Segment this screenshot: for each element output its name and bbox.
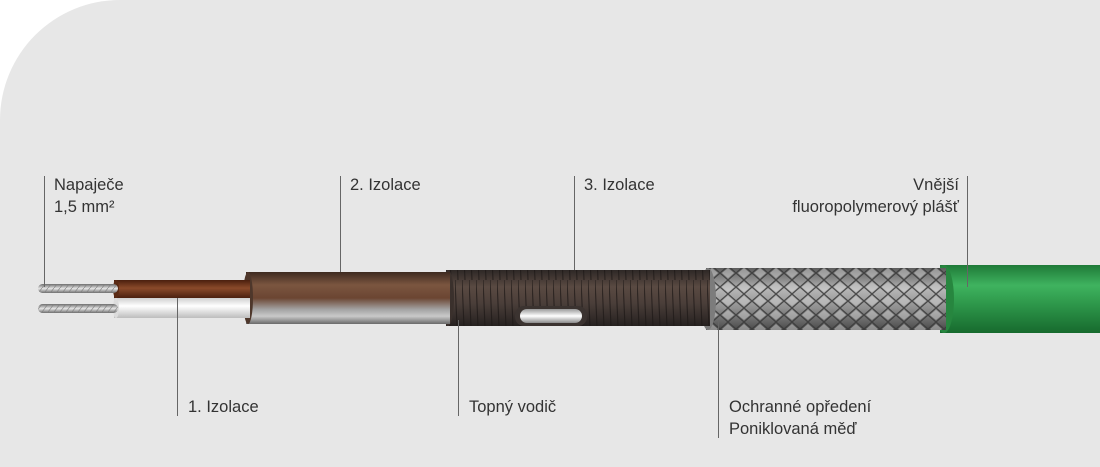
label-ochranne-line1: Ochranné opředení xyxy=(729,398,872,416)
label-izolace1-text: 1. Izolace xyxy=(188,398,259,416)
label-ochranne-line2: Poniklovaná měď xyxy=(729,420,857,438)
label-izolace3: 3. Izolace xyxy=(584,174,655,196)
label-topny-vodic: Topný vodič xyxy=(469,396,556,418)
label-napajece-line1: Napaječe xyxy=(54,176,124,194)
label-vnejsi: Vnější fluoropolymerový plášť xyxy=(792,174,959,218)
heating-element-foil xyxy=(515,306,587,326)
label-izolace2: 2. Izolace xyxy=(350,174,421,196)
label-izolace1: 1. Izolace xyxy=(188,396,259,418)
label-napajece-line2: 1,5 mm² xyxy=(54,198,115,216)
label-vnejsi-line1: Vnější xyxy=(913,176,959,194)
outer-jacket xyxy=(934,265,1100,333)
label-napajece: Napaječe 1,5 mm² xyxy=(54,174,124,218)
second-insulation xyxy=(243,272,450,324)
label-izolace2-text: 2. Izolace xyxy=(350,176,421,194)
braided-shield xyxy=(700,268,946,330)
leader-lines xyxy=(44,176,968,438)
label-topny-vodic-text: Topný vodič xyxy=(469,398,557,416)
label-ochranne: Ochranné opředení Poniklovaná měď xyxy=(729,396,871,440)
label-vnejsi-line2: fluoropolymerový plášť xyxy=(792,198,959,216)
label-izolace3-text: 3. Izolace xyxy=(584,176,655,194)
conductors xyxy=(38,284,118,313)
first-insulation xyxy=(113,280,250,318)
